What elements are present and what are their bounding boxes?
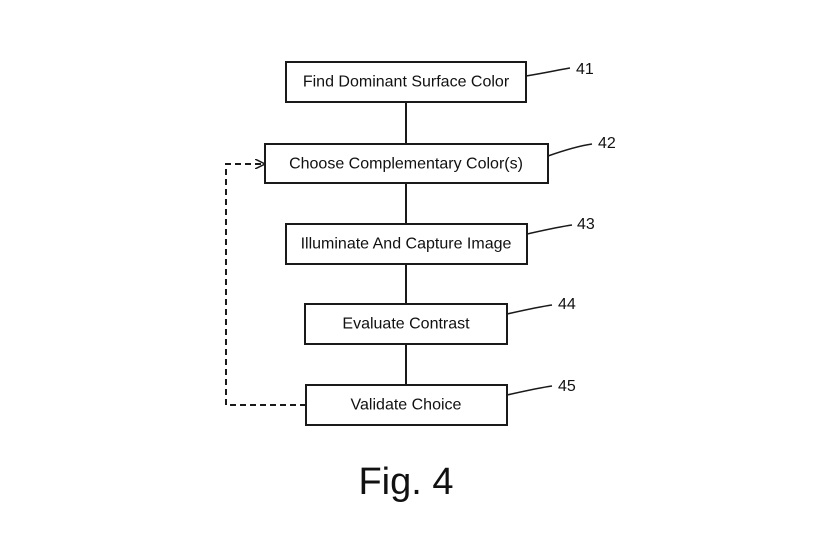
step-42-ref: 42 — [598, 135, 616, 152]
step-45-ref: 45 — [558, 378, 576, 395]
step-42-label: Choose Complementary Color(s) — [289, 156, 523, 173]
step-41: Find Dominant Surface Color 41 — [285, 61, 594, 103]
step-41-leader — [525, 67, 571, 77]
figure-caption: Fig. 4 — [358, 461, 453, 503]
step-44-label: Evaluate Contrast — [342, 316, 470, 333]
step-44-leader — [506, 304, 553, 315]
step-43-label: Illuminate And Capture Image — [301, 236, 512, 253]
step-43: Illuminate And Capture Image 43 — [285, 216, 595, 265]
feedback-loop-arrow — [225, 164, 306, 406]
step-45: Validate Choice 45 — [305, 378, 576, 426]
step-41-ref: 41 — [576, 61, 594, 78]
step-42-leader — [547, 143, 593, 157]
step-41-label: Find Dominant Surface Color — [303, 74, 510, 91]
step-44-ref: 44 — [558, 296, 576, 313]
step-43-ref: 43 — [577, 216, 595, 233]
step-43-leader — [526, 224, 573, 235]
step-45-leader — [506, 385, 553, 396]
step-42: Choose Complementary Color(s) 42 — [264, 135, 616, 184]
step-45-label: Validate Choice — [351, 397, 462, 414]
step-44: Evaluate Contrast 44 — [304, 296, 576, 345]
